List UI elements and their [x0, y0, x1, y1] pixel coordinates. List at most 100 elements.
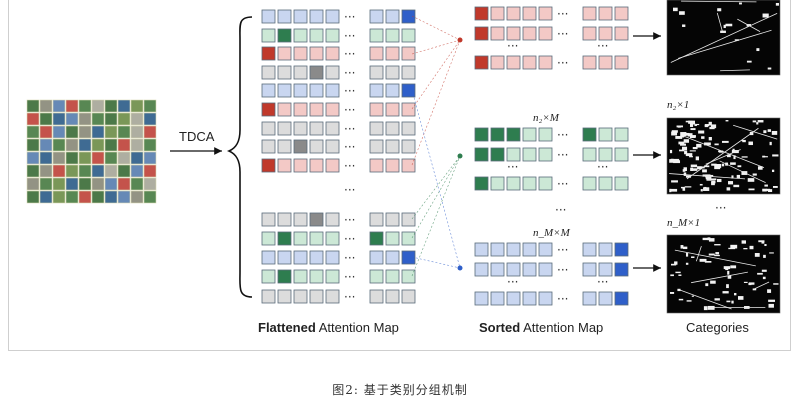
- category-pixel: [682, 187, 686, 191]
- row-ellipsis: ···: [344, 213, 355, 227]
- attention-cell: [385, 139, 400, 154]
- attention-cell: [277, 269, 292, 284]
- attention-cell: [369, 269, 384, 284]
- attention-cell: [385, 102, 400, 117]
- category-pixel: [671, 130, 678, 133]
- sorted-group-ellipsis: ···: [597, 275, 608, 289]
- category-pixel: [736, 174, 740, 178]
- attention-cell: [309, 139, 324, 154]
- attention-cell: [325, 121, 340, 136]
- connection-line: [411, 39, 461, 110]
- sorted-group-ellipsis: ···: [507, 275, 518, 289]
- category-pixel: [725, 23, 733, 27]
- attention-cell: [369, 28, 384, 43]
- attention-cell: [614, 127, 629, 142]
- category-pixel: [683, 172, 687, 176]
- category-pixel: [695, 156, 699, 161]
- attention-cell: [522, 176, 537, 191]
- image-patch: [78, 112, 92, 126]
- attention-cell: [369, 289, 384, 304]
- sorted-group: ···············: [474, 6, 629, 70]
- category-pixel: [690, 164, 698, 168]
- category-pixel: [694, 124, 697, 127]
- attention-cell: [293, 9, 308, 24]
- attention-cell: [474, 147, 489, 162]
- image-patch: [65, 177, 79, 191]
- category-pixel: [752, 120, 757, 123]
- attention-cell: [261, 158, 276, 173]
- attention-cell: [582, 127, 597, 142]
- row-ellipsis: ···: [557, 56, 568, 70]
- category-pixel: [700, 189, 703, 192]
- image-patch: [104, 112, 118, 126]
- attention-cell: [506, 242, 521, 257]
- category-pixel: [726, 284, 729, 289]
- attention-cell: [385, 269, 400, 284]
- attention-cell: [490, 291, 505, 306]
- flattened-attention-map: ········································…: [261, 9, 416, 304]
- category-pixel: [683, 139, 690, 143]
- attention-cell: [582, 262, 597, 277]
- attention-cell: [293, 46, 308, 61]
- category-pixel: [703, 306, 708, 311]
- image-patch: [143, 112, 157, 126]
- attention-cell: [401, 102, 416, 117]
- attention-cell: [401, 46, 416, 61]
- attention-cell: [261, 231, 276, 246]
- attention-cell: [309, 65, 324, 80]
- category-pixel: [757, 120, 764, 123]
- row-ellipsis: ···: [344, 103, 355, 117]
- attention-cell: [309, 9, 324, 24]
- category-pixel: [711, 180, 716, 184]
- row-ellipsis: ···: [557, 177, 568, 191]
- attention-cell: [325, 158, 340, 173]
- attention-cell: [506, 6, 521, 21]
- image-patch: [104, 164, 118, 178]
- category-pixel: [714, 143, 719, 146]
- category-edge: [669, 173, 746, 180]
- image-patch: [78, 151, 92, 165]
- attention-cell: [261, 289, 276, 304]
- category-pixel: [705, 176, 712, 180]
- category-pixel: [671, 180, 678, 183]
- flattened-row: ···: [261, 250, 416, 265]
- attention-cell: [522, 291, 537, 306]
- attention-cell: [277, 158, 292, 173]
- attention-cell: [293, 121, 308, 136]
- category-pixel: [685, 175, 692, 178]
- row-ellipsis: ···: [557, 148, 568, 162]
- attention-cell: [474, 242, 489, 257]
- image-patch: [143, 177, 157, 191]
- output-arrows: [633, 32, 661, 272]
- row-ellipsis: ···: [344, 159, 355, 173]
- attention-cell: [277, 46, 292, 61]
- image-patch: [130, 190, 144, 204]
- attention-cell: [293, 65, 308, 80]
- category-pixel: [687, 133, 693, 137]
- image-patch: [117, 151, 131, 165]
- category-pixel: [699, 166, 705, 169]
- attention-cell: [261, 121, 276, 136]
- attention-cell: [401, 28, 416, 43]
- category-pixel: [671, 131, 678, 136]
- category-pixel: [711, 182, 715, 186]
- label-n2-by-m: n₂×M: [533, 112, 560, 124]
- sorted-group-ellipsis: ···: [597, 160, 608, 174]
- row-ellipsis: ···: [344, 290, 355, 304]
- attention-cell: [474, 6, 489, 21]
- attention-cell: [369, 9, 384, 24]
- flattened-row: ···: [261, 212, 416, 227]
- category-pixel: [762, 155, 766, 158]
- category-pixel: [771, 169, 775, 173]
- attention-cell: [385, 65, 400, 80]
- image-patch: [104, 99, 118, 113]
- attention-cell: [261, 28, 276, 43]
- attention-cell: [401, 269, 416, 284]
- attention-cell: [369, 83, 384, 98]
- attention-cell: [598, 147, 613, 162]
- attention-cell: [401, 158, 416, 173]
- category-pixel: [692, 135, 696, 138]
- category-pixel: [670, 263, 677, 266]
- category-pixel: [715, 252, 720, 255]
- attention-cell: [506, 26, 521, 41]
